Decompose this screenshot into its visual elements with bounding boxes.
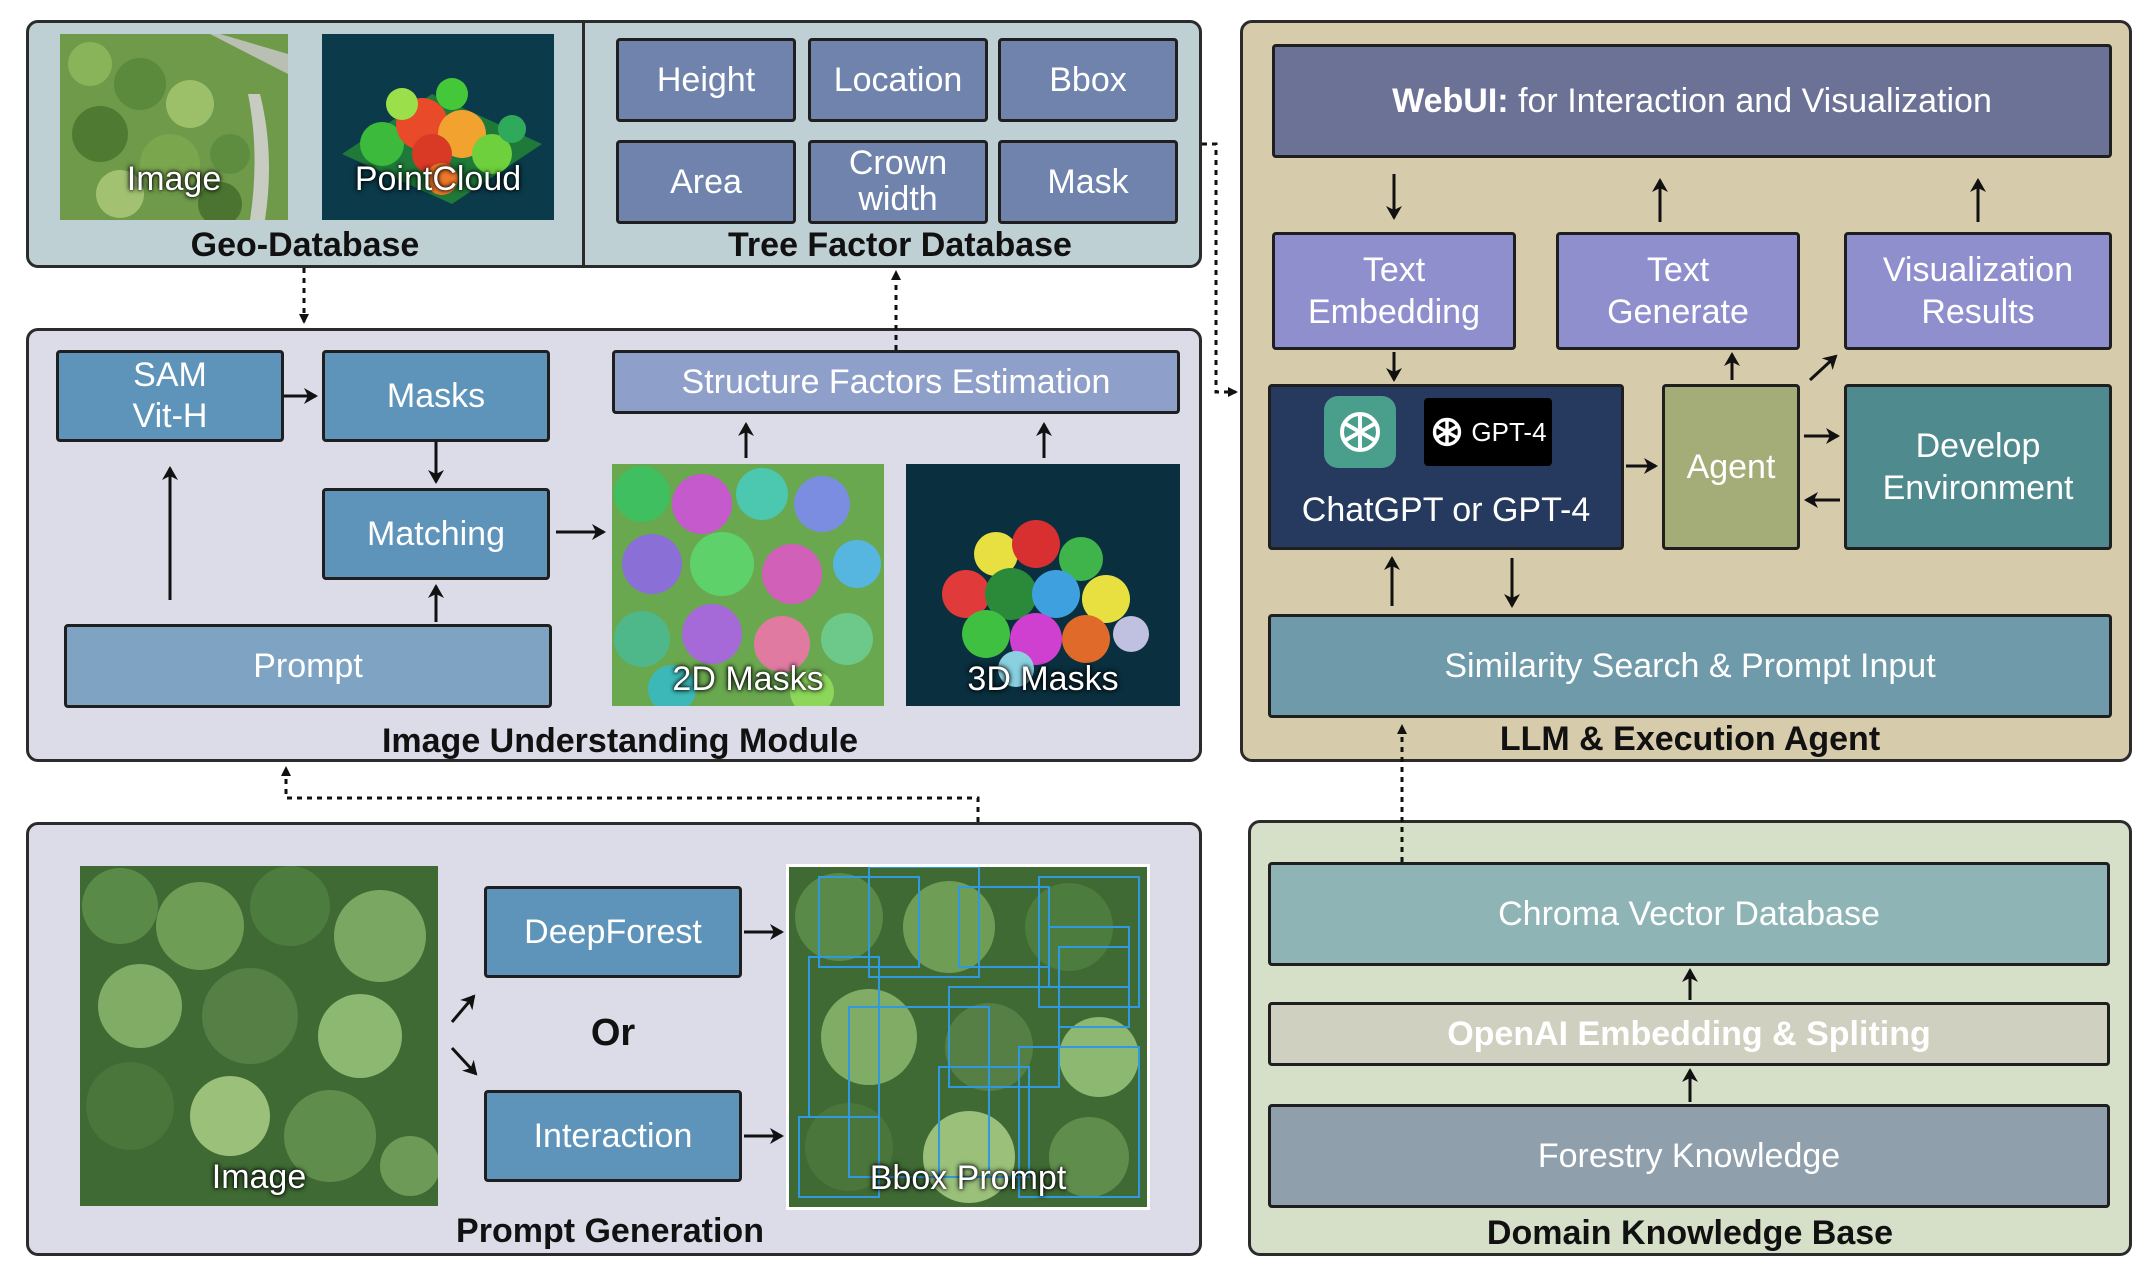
text-generate-box: Text Generate: [1556, 232, 1800, 350]
factor-crown-width: Crown width: [808, 140, 988, 224]
chroma-vector-database-box: Chroma Vector Database: [1268, 862, 2110, 966]
chatgpt-label: ChatGPT or GPT-4: [1301, 490, 1591, 529]
pointcloud-label: PointCloud: [354, 160, 522, 198]
matching-box: Matching: [322, 488, 550, 580]
domain-knowledge-title: Domain Knowledge Base: [1486, 1214, 1894, 1252]
forestry-knowledge-box: Forestry Knowledge: [1268, 1104, 2110, 1208]
prompt-gen-image-label: Image: [211, 1158, 307, 1196]
gpt4-knot-icon: [1433, 417, 1462, 447]
geo-tree-divider: [582, 20, 585, 268]
sam-vit-h-box: SAM Vit-H: [56, 350, 284, 442]
bbox-prompt-label: Bbox Prompt: [869, 1159, 1067, 1197]
masks-2d-image: 2D Masks: [612, 464, 884, 706]
arrow-factors-to-llm: [1202, 142, 1238, 397]
arrow-promptgen-to-iu: [281, 766, 980, 822]
arrow-agent-to-viz: [1808, 354, 1838, 382]
develop-environment-box: Develop Environment: [1844, 384, 2112, 550]
factor-mask: Mask: [998, 140, 1178, 224]
structure-factors-box: Structure Factors Estimation: [612, 350, 1180, 414]
visualization-results-box: Visualization Results: [1844, 232, 2112, 350]
factor-height: Height: [616, 38, 796, 122]
webui-rest-label: for Interaction and Visualization: [1508, 81, 1992, 120]
prompt-gen-image: Image: [80, 866, 438, 1206]
bbox-prompt-image: Bbox Prompt: [786, 864, 1150, 1210]
pointcloud-thumbnail: PointCloud: [322, 34, 554, 220]
factor-bbox: Bbox: [998, 38, 1178, 122]
gpt4-badge: GPT-4: [1424, 398, 1552, 466]
text-embedding-box: Text Embedding: [1272, 232, 1516, 350]
masks-box: Masks: [322, 350, 550, 442]
geo-image-label: Image: [126, 160, 222, 198]
deepforest-box: DeepForest: [484, 886, 742, 978]
masks-3d-image: 3D Masks: [906, 464, 1180, 706]
image-understanding-title: Image Understanding Module: [381, 722, 859, 760]
masks-2d-render: [612, 464, 884, 706]
llm-agent-title: LLM & Execution Agent: [1499, 720, 1881, 758]
similarity-search-box: Similarity Search & Prompt Input: [1268, 614, 2112, 718]
webui-bold-label: WebUI:: [1392, 81, 1509, 120]
arrow-image-to-interaction: [450, 1046, 478, 1076]
webui-box: WebUI: for Interaction and Visualization: [1272, 44, 2112, 158]
masks-3d-render: [906, 464, 1180, 706]
openai-embedding-box: OpenAI Embedding & Spliting: [1268, 1002, 2110, 1066]
or-label: Or: [590, 1012, 636, 1054]
gpt4-badge-label: GPT-4: [1471, 416, 1547, 447]
agent-box: Agent: [1662, 384, 1800, 550]
factor-area: Area: [616, 140, 796, 224]
prompt-generation-title: Prompt Generation: [456, 1212, 764, 1250]
forest-aerial-image: [60, 34, 288, 220]
geo-image-thumbnail: Image: [60, 34, 288, 220]
interaction-box: Interaction: [484, 1090, 742, 1182]
geo-database-title: Geo-Database: [190, 226, 420, 264]
factor-location: Location: [808, 38, 988, 122]
prompt-box: Prompt: [64, 624, 552, 708]
arrow-image-to-deepforest: [450, 994, 476, 1023]
prompt-gen-forest-image: [80, 866, 438, 1206]
pointcloud-render: [322, 34, 554, 220]
masks-2d-label: 2D Masks: [672, 660, 824, 698]
openai-logo-icon: [1324, 396, 1396, 468]
bbox-prompt-render: [789, 867, 1147, 1207]
tree-factor-database-title: Tree Factor Database: [728, 226, 1072, 264]
openai-knot-icon: [1340, 412, 1380, 452]
masks-3d-label: 3D Masks: [967, 660, 1119, 698]
